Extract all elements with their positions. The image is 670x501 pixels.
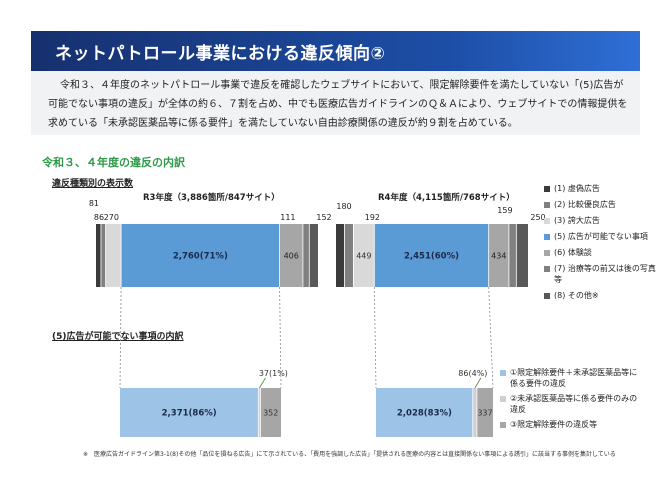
bar-segment-r4-3 bbox=[374, 224, 489, 287]
legend-item: ③限定解除要件の違反等 bbox=[500, 419, 640, 430]
breakdown-segment-r3-2 bbox=[260, 388, 281, 437]
legend-swatch bbox=[544, 293, 550, 299]
data-label-r3-0: 86 bbox=[94, 213, 104, 222]
legend-label: (7) 治療等の前又は後の写真等 bbox=[554, 264, 656, 284]
legend-swatch bbox=[544, 186, 550, 192]
bar-segment-r3-3 bbox=[121, 224, 280, 287]
legend-swatch bbox=[500, 370, 506, 376]
legend-swatch bbox=[544, 202, 550, 208]
bar-segment-r4-4 bbox=[488, 224, 509, 287]
legend-label: (2) 比較優良広告 bbox=[554, 200, 616, 209]
legend-label: (1) 虚偽広告 bbox=[554, 184, 600, 193]
bar-segment-r4-1 bbox=[344, 224, 354, 287]
legend-item: (8) その他※ bbox=[544, 290, 662, 301]
breakdown-label-small: 86(4%) bbox=[458, 369, 487, 378]
data-label-r3-2: 270 bbox=[104, 213, 119, 222]
footnote: ※ 医療広告ガイドライン第3-1(8)その他「品位を損ねる広告」にて示されている… bbox=[83, 451, 616, 458]
bar-segment-r3-4 bbox=[279, 224, 303, 287]
bar-segment-r3-1 bbox=[100, 224, 106, 287]
breakdown-segment-r3-1 bbox=[258, 388, 261, 437]
breakdown-label-small: 37(1%) bbox=[259, 369, 288, 378]
bar-segment-r4-5 bbox=[508, 224, 517, 287]
breakdown-segment-r3-0 bbox=[120, 388, 259, 437]
legend-label: (5) 広告が可能でない事項 bbox=[554, 232, 648, 241]
legend-item: ①限定解除要件＋未承認医薬品等に係る要件の違反 bbox=[500, 367, 640, 389]
connector-line bbox=[373, 286, 377, 389]
bar-segment-r3-5 bbox=[302, 224, 310, 287]
bar-segment-r4-6 bbox=[516, 224, 528, 287]
legend-label: ③限定解除要件の違反等 bbox=[510, 420, 598, 429]
summary-text: 令和３、４年度のネットパトロール事業で違反を確認したウェブサイトにおいて、限定解… bbox=[48, 80, 628, 129]
data-label-r3-1: 81 bbox=[89, 199, 99, 208]
breakdown-segment-r4-1 bbox=[472, 388, 477, 437]
legend-swatch bbox=[500, 422, 506, 428]
legend-item: (6) 体験談 bbox=[544, 247, 662, 258]
connector-line bbox=[488, 286, 494, 389]
breakdown-label-main: 2,371(86%) bbox=[162, 409, 217, 419]
legend-swatch bbox=[544, 250, 550, 256]
breakdown-label-main: 2,028(83%) bbox=[397, 409, 452, 419]
breakdown-segment-r4-0 bbox=[376, 388, 473, 437]
legend-swatch bbox=[500, 396, 506, 402]
data-label-r4-2: 449 bbox=[356, 252, 371, 261]
data-label-r4-4: 434 bbox=[491, 252, 506, 261]
bar-segment-r4-2 bbox=[353, 224, 375, 287]
data-label-r4-6: 250 bbox=[530, 213, 545, 222]
bar-segment-r3-2 bbox=[105, 224, 122, 287]
breakdown-label-other: 337 bbox=[477, 409, 492, 418]
chart-title-r4: R4年度（4,115箇所/768サイト） bbox=[378, 193, 515, 203]
data-label-r4-1: 192 bbox=[365, 213, 380, 222]
callout-line bbox=[259, 377, 266, 389]
legend-breakdown: ①限定解除要件＋未承認医薬品等に係る要件の違反 ②未承認医薬品等に係る要件のみの違… bbox=[500, 367, 640, 434]
data-label-r4-0: 180 bbox=[336, 202, 351, 211]
data-label-r3-6: 152 bbox=[316, 213, 331, 222]
legend-item: (2) 比較優良広告 bbox=[544, 199, 662, 210]
chart-title-r3: R3年度（3,886箇所/847サイト） bbox=[143, 193, 280, 203]
subsection-title-breakdown: (5)広告が可能でない事項の内訳 bbox=[52, 332, 184, 342]
breakdown-segment-r4-2 bbox=[476, 388, 493, 437]
legend-item: (1) 虚偽広告 bbox=[544, 183, 662, 194]
legend-item: (5) 広告が可能でない事項 bbox=[544, 231, 662, 242]
legend-label: ①限定解除要件＋未承認医薬品等に係る要件の違反 bbox=[510, 368, 638, 388]
legend-violation-types: (1) 虚偽広告 (2) 比較優良広告 (3) 誇大広告 (5) 広告が可能でない事項… bbox=[544, 183, 662, 306]
data-label-r3-5: 111 bbox=[280, 213, 295, 222]
data-label-r4-3: 2,451(60%) bbox=[404, 252, 459, 262]
connector-line bbox=[279, 286, 282, 389]
legend-label: (3) 誇大広告 bbox=[554, 216, 600, 225]
callout-line bbox=[474, 377, 482, 389]
legend-item: ②未承認医薬品等に係る要件のみの違反 bbox=[500, 393, 640, 415]
legend-label: (6) 体験談 bbox=[554, 248, 592, 257]
legend-swatch bbox=[544, 266, 550, 272]
legend-item: (3) 誇大広告 bbox=[544, 215, 662, 226]
bar-segment-r3-0 bbox=[96, 224, 101, 287]
legend-swatch bbox=[544, 218, 550, 224]
summary-box bbox=[31, 71, 640, 135]
bar-segment-r4-0 bbox=[336, 224, 345, 287]
page-title: ネットパトロール事業における違反傾向② bbox=[55, 44, 386, 64]
data-label-r3-3: 2,760(71%) bbox=[173, 252, 228, 262]
bar-segment-r3-6 bbox=[309, 224, 318, 287]
data-label-r3-4: 406 bbox=[284, 252, 299, 261]
title-bar bbox=[31, 31, 640, 71]
section-title: 令和３、４年度の違反の内訳 bbox=[42, 156, 185, 169]
connector-line bbox=[119, 286, 122, 389]
legend-label: (8) その他※ bbox=[554, 291, 599, 300]
data-label-r4-5: 159 bbox=[497, 206, 512, 215]
legend-swatch bbox=[544, 234, 550, 240]
legend-item: (7) 治療等の前又は後の写真等 bbox=[544, 263, 662, 285]
legend-label: ②未承認医薬品等に係る要件のみの違反 bbox=[510, 394, 638, 414]
subsection-title-types: 違反種類別の表示数 bbox=[52, 179, 134, 189]
breakdown-label-other: 352 bbox=[263, 409, 278, 418]
